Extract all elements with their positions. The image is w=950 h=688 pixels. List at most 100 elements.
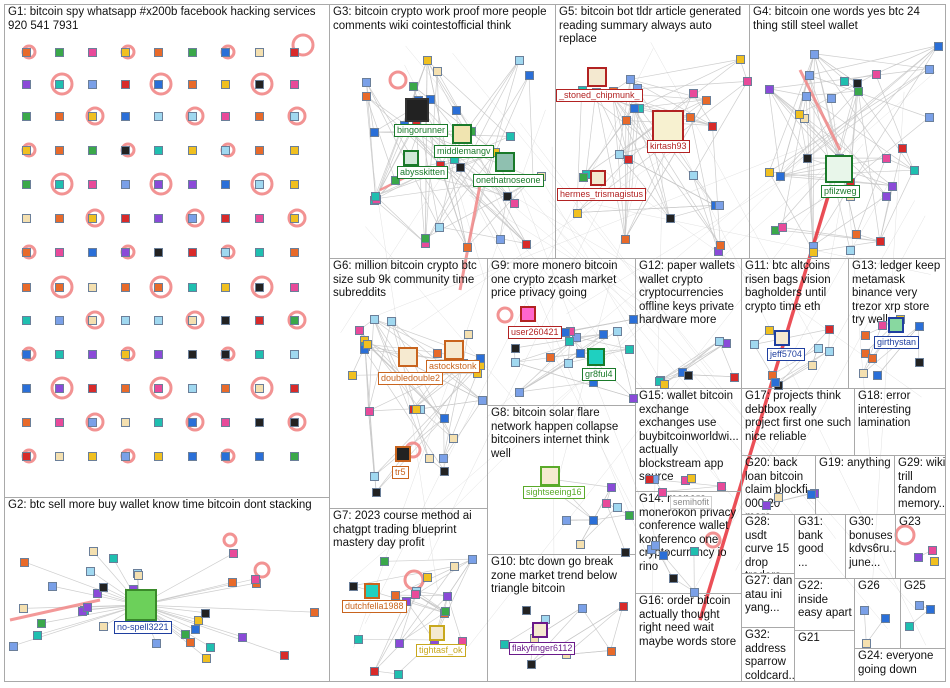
g1-vertex[interactable] — [121, 418, 130, 427]
avatar-user260421[interactable] — [520, 306, 536, 322]
g3-vertex[interactable] — [456, 163, 466, 173]
g4-vertex[interactable] — [846, 245, 856, 255]
g5-vertex[interactable] — [572, 208, 582, 218]
vertex-label-abysskitten[interactable]: abysskitten — [397, 166, 449, 179]
g5-vertex[interactable] — [621, 116, 631, 126]
g1-vertex[interactable] — [290, 452, 299, 461]
g2-vertex[interactable] — [309, 608, 319, 618]
g1-vertex[interactable] — [154, 283, 163, 292]
g11-vertex[interactable] — [808, 360, 818, 370]
g1-vertex[interactable] — [221, 384, 230, 393]
g15-vertex[interactable] — [717, 482, 727, 492]
g3-vertex[interactable] — [409, 81, 419, 91]
g2-vertex[interactable] — [32, 631, 42, 641]
g1-vertex[interactable] — [255, 384, 264, 393]
g2-vertex[interactable] — [229, 549, 239, 559]
g1-vertex[interactable] — [22, 112, 31, 121]
g2-vertex[interactable] — [47, 582, 57, 592]
g5-vertex[interactable] — [708, 121, 718, 131]
g5-vertex[interactable] — [743, 77, 753, 87]
g6-vertex[interactable] — [463, 330, 473, 340]
g1-vertex[interactable] — [221, 146, 230, 155]
g13-vertex[interactable] — [861, 331, 871, 340]
g2-vertex[interactable] — [93, 589, 103, 599]
g6-vertex[interactable] — [355, 326, 365, 336]
g4-vertex[interactable] — [852, 230, 862, 239]
g1-vertex[interactable] — [55, 418, 64, 427]
g1-vertex[interactable] — [188, 146, 197, 155]
g1-vertex[interactable] — [154, 418, 163, 427]
g6-vertex[interactable] — [412, 405, 422, 415]
g14-vertex[interactable] — [668, 574, 678, 584]
g6-vertex[interactable] — [424, 454, 434, 464]
g12-vertex[interactable] — [659, 380, 669, 390]
g7-vertex[interactable] — [391, 591, 401, 601]
g2-vertex[interactable] — [200, 608, 210, 618]
g3-vertex[interactable] — [362, 78, 372, 88]
g1-vertex[interactable] — [22, 418, 31, 427]
g3-vertex[interactable] — [420, 234, 430, 244]
g1-vertex[interactable] — [255, 48, 264, 57]
g13-vertex[interactable] — [914, 322, 924, 332]
g8-vertex[interactable] — [602, 499, 612, 509]
g1-vertex[interactable] — [290, 48, 299, 57]
g15-vertex[interactable] — [658, 487, 668, 497]
g4-vertex[interactable] — [809, 247, 819, 257]
g1-vertex[interactable] — [22, 316, 31, 325]
g1-vertex[interactable] — [55, 452, 64, 461]
avatar-flakyfinger6112[interactable] — [532, 622, 548, 638]
g4-vertex[interactable] — [909, 166, 919, 176]
g2-vertex[interactable] — [185, 637, 195, 647]
g1-vertex[interactable] — [121, 48, 130, 57]
g10-vertex[interactable] — [522, 605, 532, 615]
g6-vertex[interactable] — [477, 396, 487, 406]
g3-vertex[interactable] — [495, 234, 505, 244]
g4-vertex[interactable] — [795, 109, 805, 119]
g10-vertex[interactable] — [526, 659, 536, 669]
g1-vertex[interactable] — [221, 248, 230, 257]
vertex-label-middlemangv[interactable]: middlemangv — [434, 145, 494, 158]
vertex-label-hermes-trismagistus[interactable]: hermes_trismagistus — [557, 188, 647, 201]
g4-vertex[interactable] — [887, 181, 897, 191]
g8-vertex[interactable] — [607, 483, 617, 493]
g1-vertex[interactable] — [154, 112, 163, 121]
g2-vertex[interactable] — [194, 615, 204, 625]
g5-vertex[interactable] — [624, 154, 633, 164]
g7-vertex[interactable] — [349, 581, 359, 591]
g6-vertex[interactable] — [372, 487, 382, 497]
g8-vertex[interactable] — [624, 510, 634, 520]
g1-vertex[interactable] — [121, 384, 130, 393]
g4-vertex[interactable] — [924, 113, 934, 123]
g6-vertex[interactable] — [475, 353, 485, 363]
g6-vertex[interactable] — [370, 471, 380, 481]
g1-vertex[interactable] — [188, 112, 197, 121]
g25-vertex[interactable] — [915, 601, 925, 611]
g1-vertex[interactable] — [188, 316, 197, 325]
vertex-label-doubledouble2[interactable]: doubledouble2 — [378, 372, 444, 385]
g6-vertex[interactable] — [369, 315, 379, 325]
g1-vertex[interactable] — [88, 384, 97, 393]
g2-vertex[interactable] — [238, 632, 247, 642]
g1-vertex[interactable] — [221, 214, 230, 223]
avatar-onethatnoseone[interactable] — [495, 152, 515, 172]
g1-vertex[interactable] — [221, 80, 230, 89]
g7-vertex[interactable] — [393, 669, 403, 679]
g1-vertex[interactable] — [154, 214, 163, 223]
g1-vertex[interactable] — [88, 146, 97, 155]
g2-vertex[interactable] — [206, 642, 216, 652]
g1-vertex[interactable] — [290, 384, 299, 393]
g1-vertex[interactable] — [255, 283, 264, 292]
g5-vertex[interactable] — [716, 241, 726, 250]
g8-vertex[interactable] — [561, 516, 571, 526]
g4-vertex[interactable] — [881, 154, 891, 164]
g3-vertex[interactable] — [362, 92, 372, 102]
avatar-bingorunner[interactable] — [405, 98, 429, 122]
g1-vertex[interactable] — [290, 214, 299, 223]
g9-vertex[interactable] — [565, 337, 575, 347]
g11-vertex[interactable] — [770, 378, 780, 388]
g1-vertex[interactable] — [55, 80, 64, 89]
g1-vertex[interactable] — [154, 180, 163, 189]
vertex-label-tr5[interactable]: tr5 — [392, 466, 409, 479]
g1-vertex[interactable] — [22, 146, 31, 155]
g1-vertex[interactable] — [55, 248, 64, 257]
